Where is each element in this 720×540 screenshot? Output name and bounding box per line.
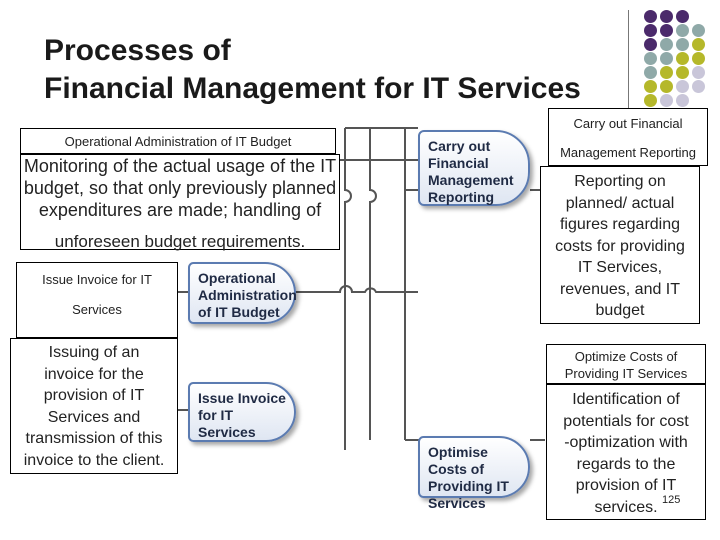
decorative-dot (676, 94, 689, 107)
decorative-dot (644, 10, 657, 23)
connector-bus-left (344, 128, 352, 450)
decorative-dot (644, 66, 657, 79)
decorative-dot (692, 52, 705, 65)
op-admin-desc-line: expenditures are made; handling of (38, 200, 322, 220)
op-admin-desc-line: unforeseen budget requirements. (54, 232, 306, 251)
decorative-dot (676, 38, 689, 51)
decorative-dot (660, 66, 673, 79)
optimize-description-box: Identification of potentials for cost -o… (546, 384, 706, 520)
op-admin-label-box: Operational Administration of IT Budget (20, 128, 336, 154)
divider-line (628, 10, 629, 128)
decorative-dot (692, 80, 705, 93)
decorative-dot (692, 66, 705, 79)
optimize-desc-line: provision of IT (575, 477, 677, 494)
op-admin-desc-line: budget, so that only previously planned (23, 178, 337, 198)
decorative-dot (644, 38, 657, 51)
decorative-dot (676, 10, 689, 23)
decorative-dot (660, 80, 673, 93)
decorative-dot (676, 52, 689, 65)
decorative-dot (660, 38, 673, 51)
reporting-description-box: Reporting on planned/ actual figures reg… (540, 166, 700, 324)
reporting-desc-line: Reporting on (574, 173, 666, 190)
process-optimise-label: Optimise Costs of Providing IT Services (428, 444, 509, 511)
decorative-dot (676, 66, 689, 79)
decorative-dot (676, 24, 689, 37)
issue-invoice-desc-line: provision of IT (43, 387, 145, 404)
optimize-desc-line: potentials for cost (563, 412, 689, 430)
optimize-label-box: Optimize Costs of Providing IT Services (546, 344, 706, 384)
decorative-dot (692, 38, 705, 51)
decorative-dot (692, 24, 705, 37)
connector-op-admin (295, 285, 418, 293)
decorative-dot (644, 80, 657, 93)
issue-invoice-label-box: Issue Invoice for IT Services (16, 262, 178, 338)
issue-invoice-label-line: Services (72, 302, 122, 317)
reporting-desc-line: costs for providing (555, 237, 685, 255)
title-line-2: Financial Management for IT Services (44, 72, 581, 105)
decorative-dot (676, 80, 689, 93)
process-issue-invoice[interactable]: Issue Invoice for IT Services (188, 382, 296, 442)
reporting-label-line: Carry out Financial (573, 116, 683, 131)
process-operational-label: Operational Administration of IT Budget (198, 270, 297, 320)
optimize-desc-line: -optimization with (564, 434, 688, 451)
reporting-label-box: Carry out Financial Management Reporting (548, 108, 708, 166)
decorative-dot (660, 52, 673, 65)
process-optimise-costs[interactable]: Optimise Costs of Providing IT Services (418, 436, 530, 511)
optimize-desc-line: regards to the (576, 455, 676, 473)
process-operational-administration[interactable]: Operational Administration of IT Budget (188, 262, 297, 324)
reporting-desc-line: IT Services, (577, 259, 663, 276)
reporting-desc-line: revenues, and IT (559, 280, 681, 298)
issue-invoice-description-box: Issuing of an invoice for the provision … (10, 338, 178, 474)
title-line-1: Processes of (44, 34, 231, 67)
op-admin-desc-line: Monitoring of the actual usage of the IT (23, 156, 337, 176)
decorative-dot (660, 10, 673, 23)
issue-invoice-desc-line: invoice for the (44, 365, 144, 383)
issue-invoice-desc-line: Issuing of an (48, 344, 140, 361)
page-number: 125 (662, 494, 681, 506)
issue-invoice-desc-line: transmission of this (25, 430, 163, 447)
reporting-label-line: Management Reporting (560, 145, 696, 160)
process-carry-out-label: Carry out Financial Management Reporting (428, 138, 514, 205)
process-issue-label: Issue Invoice for IT Services (198, 390, 286, 440)
optimize-label-line: Providing IT Services (564, 366, 688, 381)
reporting-desc-line: planned/ actual (565, 194, 675, 212)
op-admin-description-box: Monitoring of the actual usage of the IT… (20, 154, 340, 251)
reporting-desc-line: budget (595, 302, 645, 319)
decorative-dot (660, 24, 673, 37)
decorative-dot (644, 24, 657, 37)
slide-title: Processes of Financial Management for IT… (44, 32, 581, 108)
optimize-desc-line: services. (594, 498, 658, 516)
issue-invoice-label-line: Issue Invoice for IT (42, 272, 152, 287)
decorative-dot (644, 94, 657, 107)
issue-invoice-desc-line: invoice to the client. (23, 451, 165, 469)
connector-bus-mid (369, 128, 377, 440)
op-admin-label: Operational Administration of IT Budget (64, 134, 292, 149)
optimize-label-line: Optimize Costs of (574, 349, 678, 364)
issue-invoice-desc-line: Services and (47, 408, 141, 426)
reporting-desc-line: figures regarding (559, 216, 681, 233)
optimize-desc-line: Identification of (572, 391, 680, 408)
process-carry-out-reporting[interactable]: Carry out Financial Management Reporting (418, 130, 530, 206)
decorative-dot (660, 94, 673, 107)
decorative-dot (644, 52, 657, 65)
